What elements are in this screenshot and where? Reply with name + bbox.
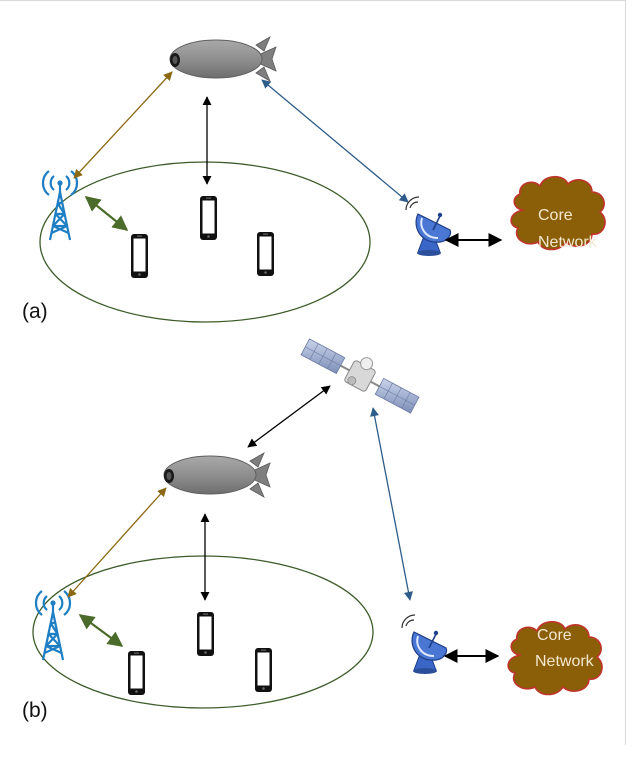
core-label-line1: Core bbox=[537, 627, 572, 644]
smartphone-icon bbox=[257, 232, 274, 276]
cell-tower-icon bbox=[34, 589, 72, 662]
panel-a: Core Network (a) bbox=[22, 36, 606, 323]
panel-b: Core Network (b) bbox=[22, 328, 603, 722]
smartphone-icon bbox=[128, 651, 145, 695]
airship-icon bbox=[163, 452, 271, 498]
tower-phone-link bbox=[84, 196, 129, 231]
satellite-gateway-link bbox=[370, 407, 413, 601]
cell-tower-icon bbox=[41, 169, 79, 242]
figure-frame bbox=[0, 0, 626, 745]
airship-icon bbox=[169, 36, 277, 82]
satellite-dish-icon bbox=[401, 614, 448, 675]
panel-label-a: (a) bbox=[22, 300, 48, 323]
airship-tower-link bbox=[67, 487, 167, 598]
airship-tower-link bbox=[73, 71, 173, 179]
smartphone-icon bbox=[131, 234, 148, 278]
coverage-area-ellipse bbox=[39, 161, 371, 323]
panel-label-b: (b) bbox=[22, 699, 48, 722]
smartphone-icon bbox=[197, 612, 214, 656]
core-label-line2: Network bbox=[538, 234, 598, 251]
airship-gateway-link bbox=[261, 79, 409, 203]
satellite-airship-link bbox=[247, 385, 331, 448]
satellite-dish-icon bbox=[405, 196, 452, 257]
smartphone-icon bbox=[255, 648, 272, 692]
satellite-icon bbox=[298, 328, 426, 417]
core-label-line2: Network bbox=[535, 653, 595, 670]
smartphone-icon bbox=[200, 196, 217, 240]
tower-phone-link bbox=[78, 614, 124, 647]
core-label-line1: Core bbox=[538, 207, 573, 224]
